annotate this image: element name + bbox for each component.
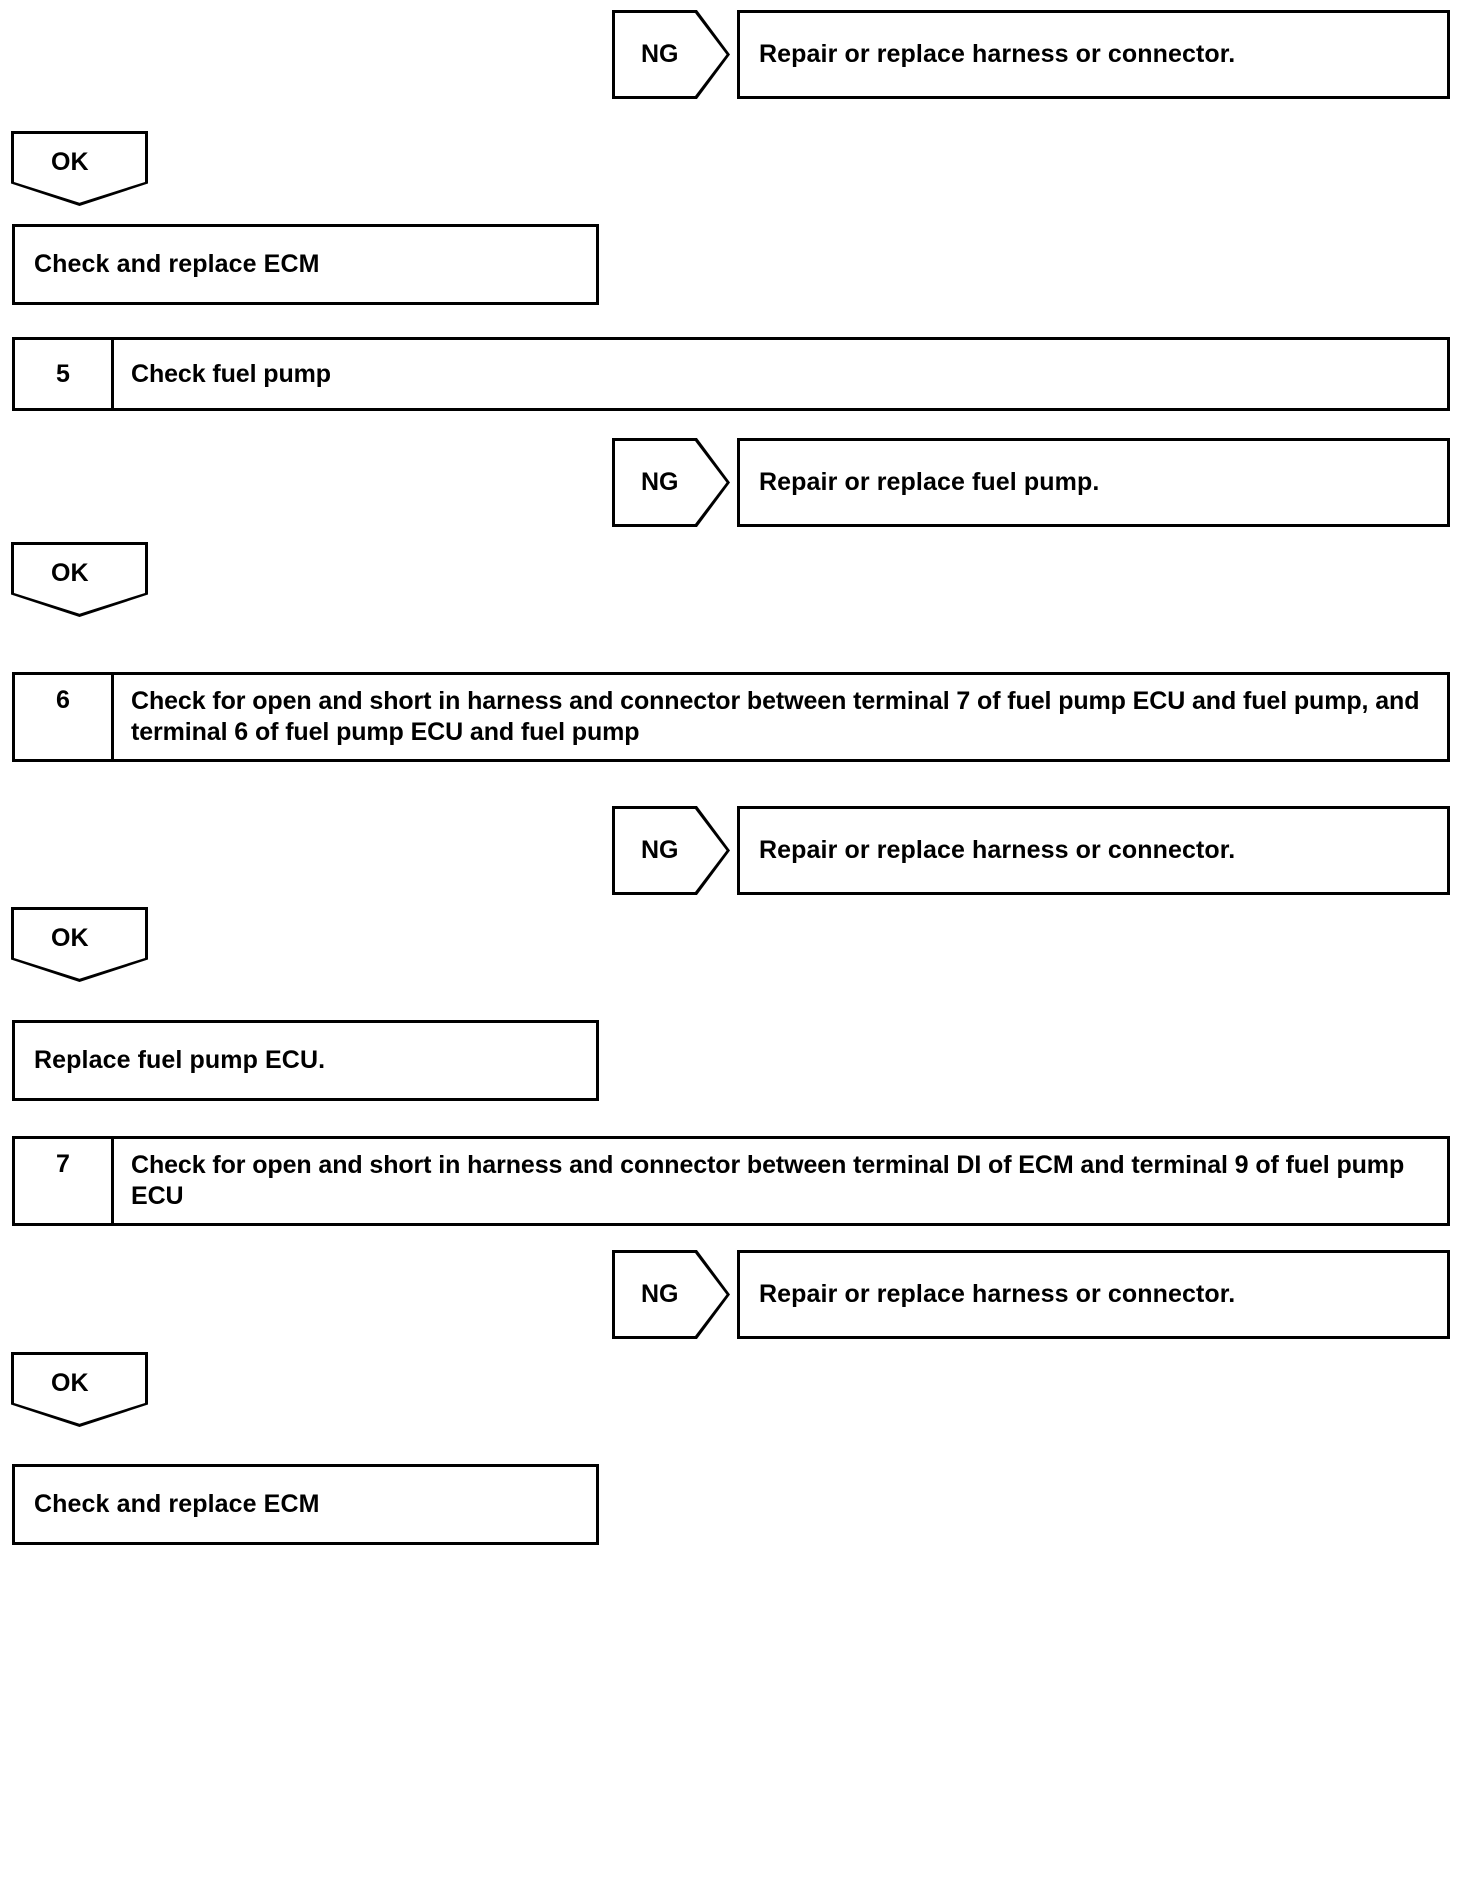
step-row-7: 7 Check for open and short in harness an… [12, 1136, 1450, 1226]
branch-tag-ng-2-inner: NG [615, 441, 727, 524]
branch-tag-ng-4-inner: NG [615, 1253, 727, 1336]
result-box-repair-fuel-pump-text: Repair or replace fuel pump. [759, 467, 1100, 496]
action-box-replace-fuel-pump-ecu: Replace fuel pump ECU. [12, 1020, 599, 1101]
branch-tag-ok-1: OK [11, 131, 148, 206]
step-row-6: 6 Check for open and short in harness an… [12, 672, 1450, 762]
result-box-repair-harness-3: Repair or replace harness or connector. [737, 1250, 1450, 1339]
branch-tag-ng-4: NG [612, 1250, 730, 1339]
branch-tag-ng-2: NG [612, 438, 730, 527]
result-box-repair-harness-1-text: Repair or replace harness or connector. [759, 39, 1236, 68]
branch-tag-ok-4-label: OK [51, 1369, 89, 1397]
branch-tag-ng-3: NG [612, 806, 730, 895]
branch-tag-ng-1-inner: NG [615, 13, 727, 96]
action-box-check-replace-ecm-2: Check and replace ECM [12, 1464, 599, 1545]
branch-tag-ok-2: OK [11, 542, 148, 617]
branch-tag-ok-4: OK [11, 1352, 148, 1427]
branch-tag-ok-2-label: OK [51, 559, 89, 587]
action-box-check-replace-ecm-2-text: Check and replace ECM [34, 1489, 320, 1518]
branch-tag-ng-4-label: NG [641, 1280, 679, 1308]
branch-tag-ok-2-inner: OK [14, 545, 145, 614]
action-box-check-replace-ecm-1-text: Check and replace ECM [34, 249, 320, 278]
action-box-replace-fuel-pump-ecu-text: Replace fuel pump ECU. [34, 1045, 326, 1074]
result-box-repair-harness-1: Repair or replace harness or connector. [737, 10, 1450, 99]
branch-tag-ok-1-inner: OK [14, 134, 145, 203]
branch-tag-ng-3-inner: NG [615, 809, 727, 892]
action-box-check-replace-ecm-1: Check and replace ECM [12, 224, 599, 305]
branch-tag-ng-1-label: NG [641, 40, 679, 68]
step-row-6-number: 6 [15, 675, 114, 759]
step-row-5-body: Check fuel pump [114, 340, 1447, 408]
result-box-repair-fuel-pump: Repair or replace fuel pump. [737, 438, 1450, 527]
branch-tag-ng-2-label: NG [641, 468, 679, 496]
step-row-5-number: 5 [15, 340, 114, 408]
result-box-repair-harness-2: Repair or replace harness or connector. [737, 806, 1450, 895]
branch-tag-ok-1-label: OK [51, 148, 89, 176]
branch-tag-ng-1: NG [612, 10, 730, 99]
result-box-repair-harness-2-text: Repair or replace harness or connector. [759, 835, 1236, 864]
result-box-repair-harness-3-text: Repair or replace harness or connector. [759, 1279, 1236, 1308]
step-row-5-text: Check fuel pump [131, 359, 331, 388]
step-row-7-number: 7 [15, 1139, 114, 1223]
step-row-7-body: Check for open and short in harness and … [114, 1139, 1447, 1223]
branch-tag-ng-3-label: NG [641, 836, 679, 864]
step-row-7-text: Check for open and short in harness and … [131, 1151, 1405, 1210]
branch-tag-ok-3-label: OK [51, 924, 89, 952]
step-row-6-text: Check for open and short in harness and … [131, 687, 1420, 746]
step-row-5: 5 Check fuel pump [12, 337, 1450, 411]
branch-tag-ok-3-inner: OK [14, 910, 145, 979]
branch-tag-ok-3: OK [11, 907, 148, 982]
step-row-6-body: Check for open and short in harness and … [114, 675, 1447, 759]
branch-tag-ok-4-inner: OK [14, 1355, 145, 1424]
